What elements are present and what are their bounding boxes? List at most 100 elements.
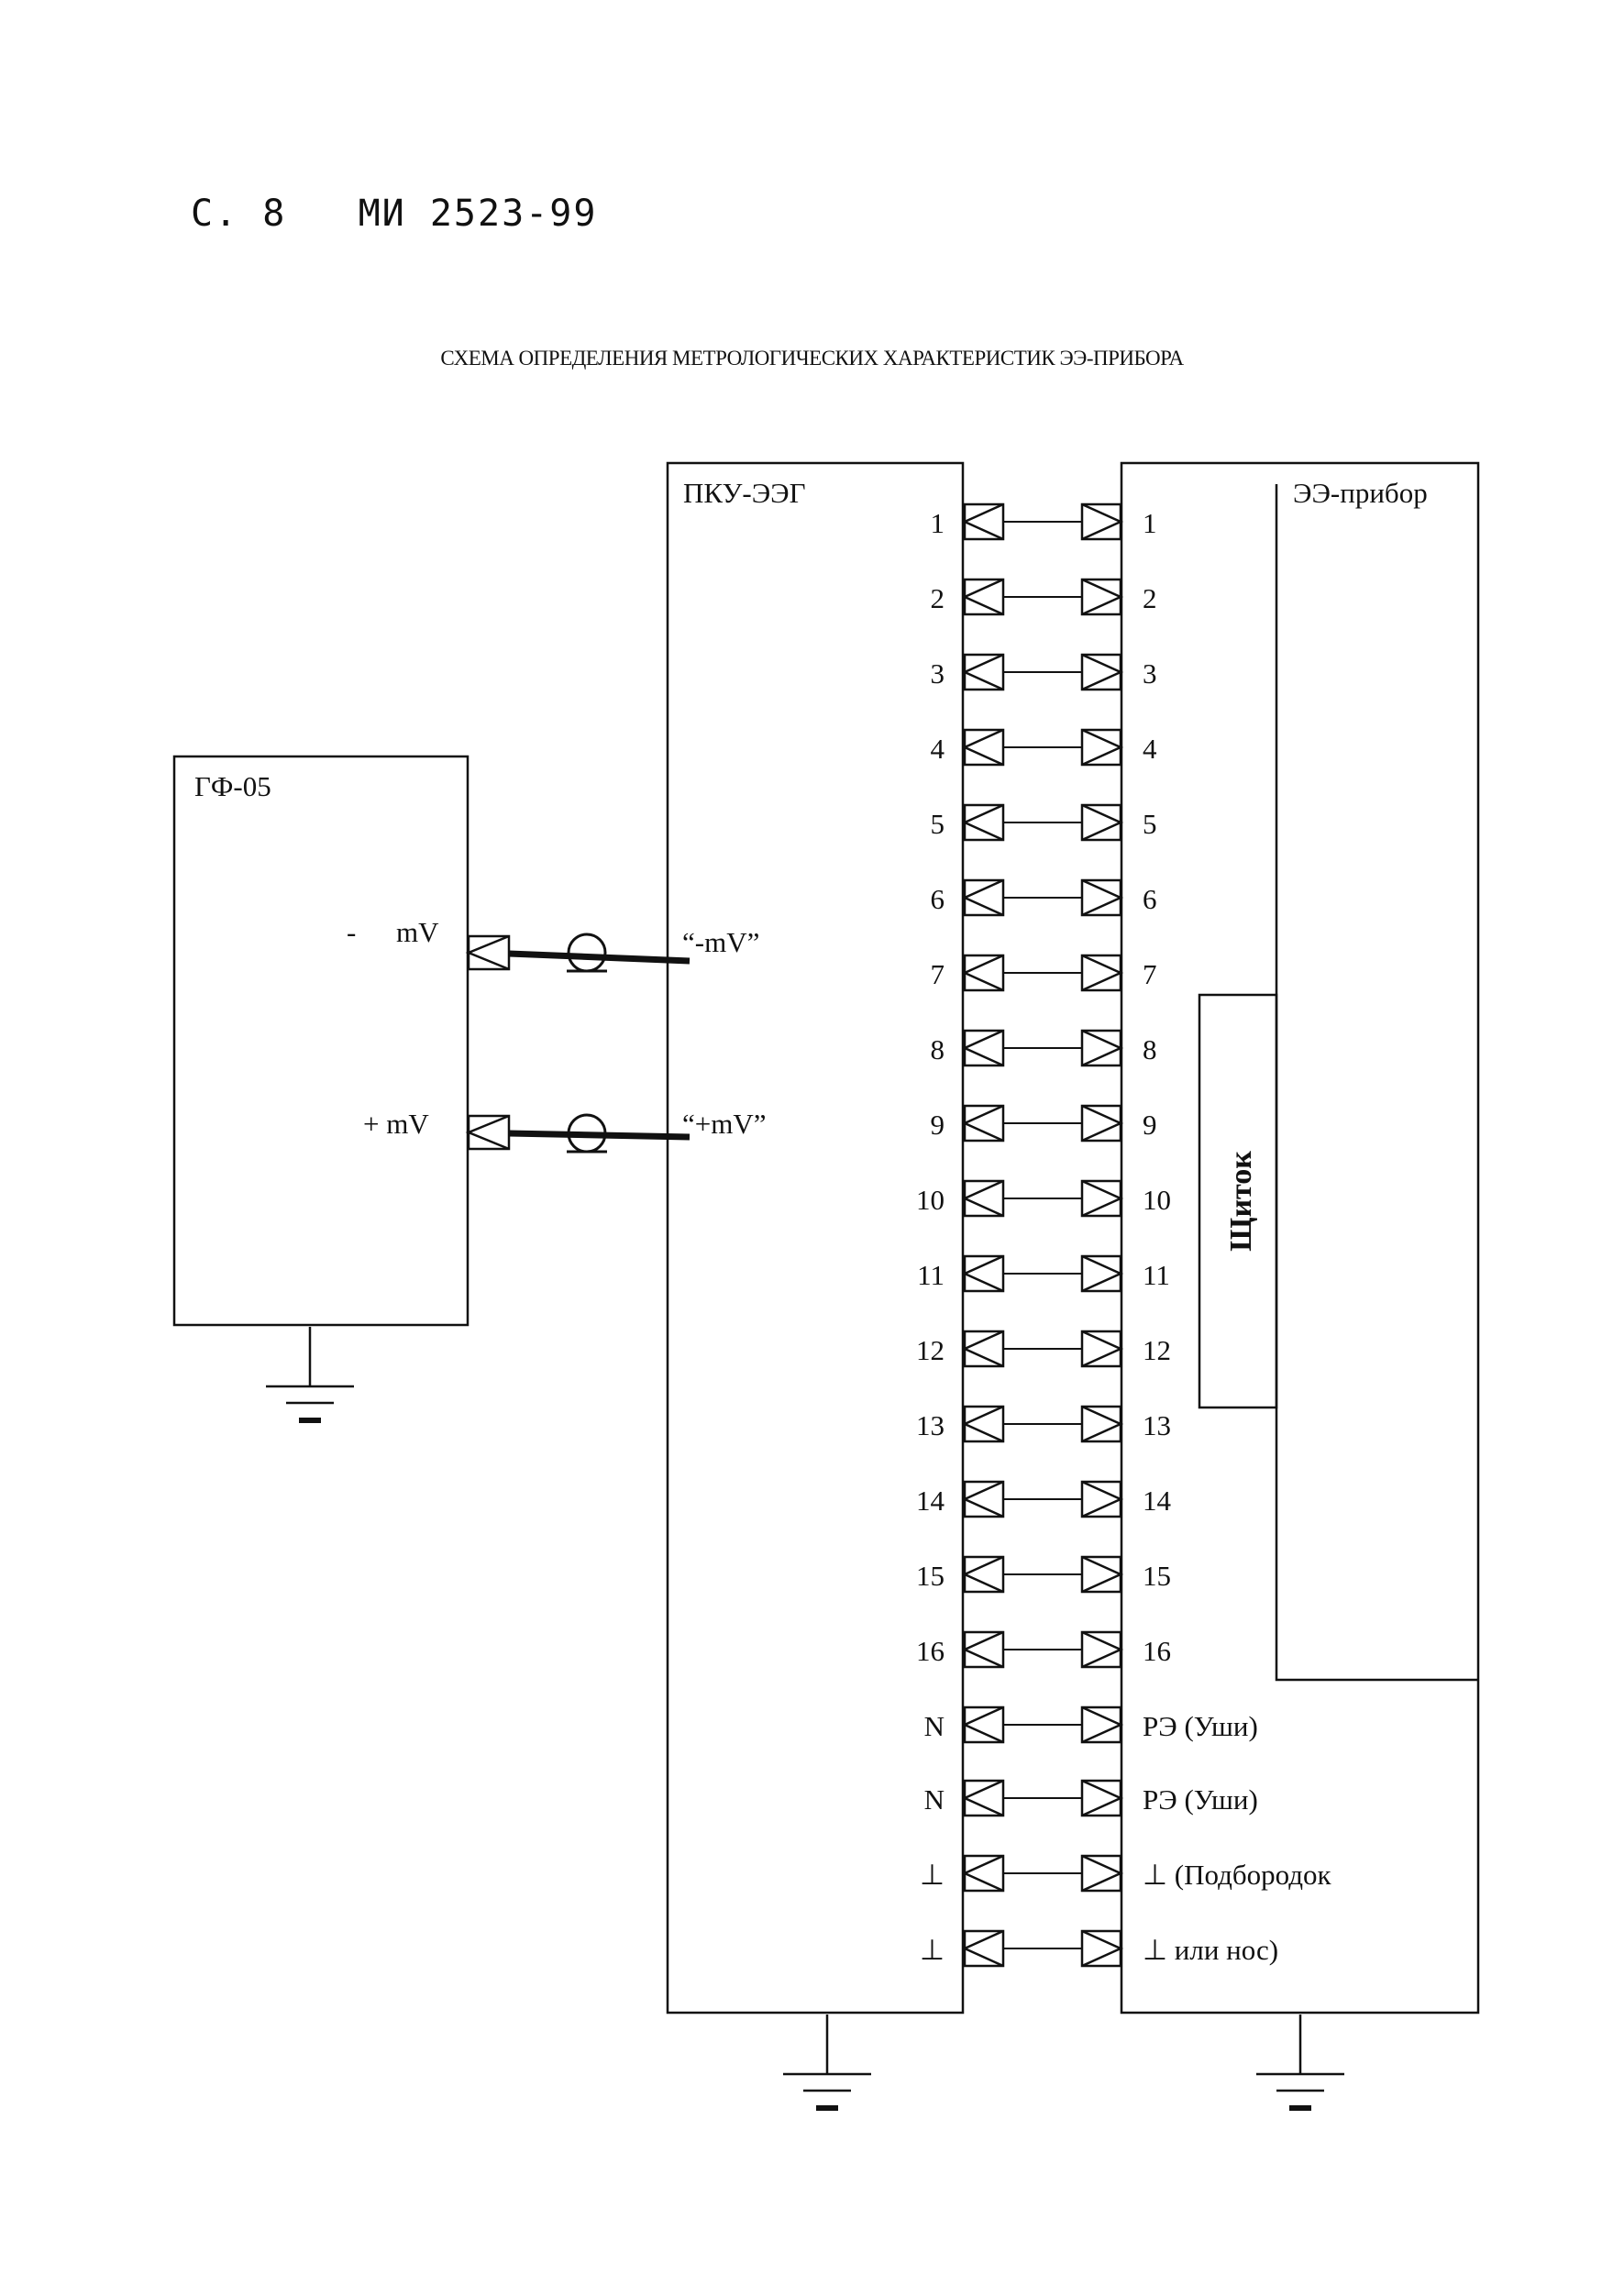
page-header: С. 8 МИ 2523-99 — [191, 193, 597, 235]
pku-channel-label: 11 — [917, 1259, 945, 1291]
generator-box — [172, 755, 470, 1327]
device-terminal — [1080, 1555, 1124, 1594]
pku-channel-label: ⊥ — [920, 1859, 945, 1891]
device-terminal — [1080, 803, 1124, 842]
device-terminal — [1080, 578, 1124, 616]
device-channel-label: 7 — [1143, 958, 1157, 990]
device-channel-label: 15 — [1143, 1560, 1171, 1592]
device-box — [1120, 461, 1480, 2015]
pku-channel-label: 6 — [931, 883, 945, 915]
device-terminal — [1080, 954, 1124, 992]
device-terminal — [1080, 1405, 1124, 1443]
pku-input-plus: “+mV” — [682, 1108, 767, 1140]
device-inner-divider — [1275, 484, 1478, 1682]
channel-row: 12 12 — [916, 1330, 1171, 1368]
generator-outputs — [465, 933, 690, 1154]
pku-terminal — [961, 578, 1005, 616]
pku-terminal — [961, 1779, 1005, 1817]
channel-row: N РЭ (Уши) — [924, 1706, 1258, 1744]
device-channel-label: 9 — [1143, 1109, 1157, 1141]
generator-label: ГФ-05 — [194, 770, 271, 802]
pku-channel-label: 3 — [931, 657, 945, 690]
device-terminal — [1080, 653, 1124, 691]
generator-minus-label: mV — [396, 916, 439, 948]
pku-channel-label: ⊥ — [920, 1934, 945, 1966]
pku-terminal — [961, 1854, 1005, 1893]
pku-terminal — [961, 1405, 1005, 1443]
device-channel-label: 1 — [1143, 507, 1157, 539]
pku-channel-label: 4 — [931, 733, 945, 765]
pku-terminal — [961, 803, 1005, 842]
pku-channel-label: 9 — [931, 1109, 945, 1141]
device-channel-label: 10 — [1143, 1184, 1171, 1216]
device-channel-label: РЭ (Уши) — [1143, 1783, 1258, 1816]
coax-marker-minus — [567, 933, 607, 973]
ground-symbols — [266, 1327, 1344, 2111]
channel-row: 10 10 — [916, 1179, 1171, 1218]
pku-channel-label: N — [924, 1710, 945, 1742]
device-terminal — [1080, 1029, 1124, 1067]
device-channel-label: 12 — [1143, 1334, 1171, 1366]
pku-channel-label: 15 — [916, 1560, 945, 1592]
pku-channel-label: 8 — [931, 1033, 945, 1065]
pku-channel-label: N — [924, 1783, 945, 1816]
document-code: МИ 2523-99 — [358, 193, 598, 235]
device-terminal — [1080, 1254, 1124, 1293]
device-channel-label: РЭ (Уши) — [1143, 1710, 1258, 1742]
device-terminal — [1080, 1779, 1124, 1817]
pku-terminal — [961, 728, 1005, 767]
device-terminal — [1080, 1330, 1124, 1368]
pku-channel-label: 12 — [916, 1334, 945, 1366]
ground-icon — [266, 1327, 354, 1423]
pku-terminal — [961, 1104, 1005, 1143]
pku-input-minus: “-mV” — [682, 926, 759, 958]
device-channel-label: 6 — [1143, 883, 1157, 915]
device-terminal — [1080, 1104, 1124, 1143]
pku-channel-label: 10 — [916, 1184, 945, 1216]
diagram-title: СХЕМА ОПРЕДЕЛЕНИЯ МЕТРОЛОГИЧЕСКИХ ХАРАКТ… — [440, 347, 1184, 370]
generator-minus-sign: - — [347, 916, 356, 948]
ground-icon — [783, 2015, 871, 2111]
pku-terminal — [961, 1555, 1005, 1594]
pku-terminal — [961, 1706, 1005, 1744]
page-number: С. 8 — [191, 193, 287, 235]
device-channel-label: 16 — [1143, 1635, 1171, 1667]
device-label: ЭЭ-прибор — [1293, 477, 1428, 509]
pku-channel-label: 1 — [931, 507, 945, 539]
device-terminal — [1080, 728, 1124, 767]
device-terminal — [1080, 1854, 1124, 1893]
device-terminal — [1080, 1929, 1124, 1968]
device-terminal — [1080, 1480, 1124, 1518]
pku-channel-label: 2 — [931, 582, 945, 614]
pku-terminal — [961, 502, 1005, 541]
panel-label: Щиток — [1224, 1151, 1258, 1252]
pku-terminal — [961, 1929, 1005, 1968]
device-channel-label: 3 — [1143, 657, 1157, 690]
pku-channel-label: 5 — [931, 808, 945, 840]
pku-terminal — [961, 653, 1005, 691]
pku-box — [666, 461, 965, 2015]
ground-icon — [1256, 2015, 1344, 2111]
channel-row: N РЭ (Уши) — [924, 1779, 1258, 1817]
channel-row: ⊥ ⊥ (Подбородок — [920, 1854, 1331, 1893]
pku-channel-label: 16 — [916, 1635, 945, 1667]
pku-channel-label: 14 — [916, 1485, 945, 1517]
pku-terminal — [961, 1330, 1005, 1368]
device-terminal — [1080, 1179, 1124, 1218]
device-channel-label: 5 — [1143, 808, 1157, 840]
pku-channel-label: 7 — [931, 958, 945, 990]
device-terminal — [1080, 878, 1124, 917]
device-channel-label: ⊥ (Подбородок — [1143, 1859, 1331, 1891]
